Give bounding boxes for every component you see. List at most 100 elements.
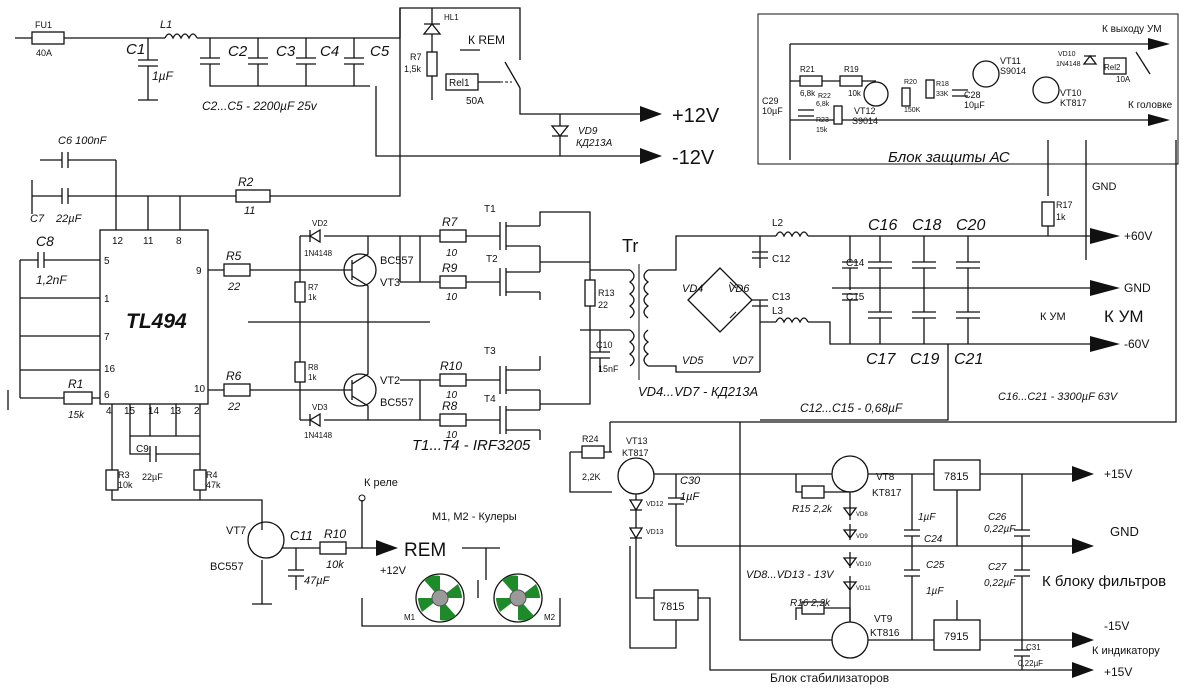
vt7-label: VT7 xyxy=(226,525,246,537)
c15-label: C15 xyxy=(846,292,865,303)
r1-label: R1 xyxy=(68,377,83,391)
to-head-arrow xyxy=(1148,114,1170,126)
r7d-label: R7 xyxy=(308,283,319,292)
c7-value: 22µF xyxy=(55,213,83,225)
plus15-label: +15V xyxy=(1104,467,1132,481)
cap-c20-label: C20 xyxy=(956,217,985,234)
output-section: C16 C18 C20 C17 C19 C21 C16...C21 - 3300… xyxy=(760,140,1152,421)
r7-value: 1,5k xyxy=(404,64,422,74)
resistor-r10-fan xyxy=(319,541,347,555)
diode-vd9 xyxy=(550,114,570,156)
vt7-type: BC557 xyxy=(210,561,244,573)
pin-9: 9 xyxy=(196,266,202,277)
regulator-neg-label: 7915 xyxy=(944,631,968,643)
r19-label: R19 xyxy=(844,65,859,74)
regulator-pos-label: 7815 xyxy=(944,471,968,483)
c9-value: 22µF xyxy=(142,472,163,482)
r7g-value: 10 xyxy=(446,248,458,259)
resistor-r2 xyxy=(235,189,271,203)
vd3-label: VD3 xyxy=(312,403,328,412)
resistor-r8-driver xyxy=(294,361,306,383)
c31-label: C31 xyxy=(1026,643,1041,652)
pin-1: 1 xyxy=(104,294,110,305)
c26-value: 0,22µF xyxy=(984,524,1016,535)
vt12-label: VT12 xyxy=(854,106,876,116)
r4-label: R4 xyxy=(206,470,218,480)
cap-c16-label: C16 xyxy=(868,217,897,234)
vt2-type: BC557 xyxy=(380,397,414,409)
c8-label: C8 xyxy=(36,233,54,249)
r23-value: 15k xyxy=(816,127,828,134)
r7d-value: 1k xyxy=(308,293,317,302)
resistor-r20 xyxy=(901,87,911,107)
r9-label: R9 xyxy=(442,261,458,275)
bridge-rectifier xyxy=(687,267,753,333)
to-filters-label: К блоку фильтров xyxy=(1042,573,1166,590)
c29-label: C29 xyxy=(762,96,779,106)
vd8-label: VD8 xyxy=(856,512,868,518)
vd2-label: VD2 xyxy=(312,219,328,228)
r9-value: 10 xyxy=(446,292,458,303)
r6-value: 22 xyxy=(227,401,240,413)
r21-label: R21 xyxy=(800,65,815,74)
c26-label: C26 xyxy=(988,512,1007,523)
pin-16: 16 xyxy=(104,364,116,375)
to-amp-small-label: К УМ xyxy=(1040,311,1066,323)
relay-rel2 xyxy=(1103,57,1127,75)
minus12-arrow xyxy=(640,148,662,164)
pin-14: 14 xyxy=(148,406,160,417)
r21-value: 6,8k xyxy=(800,89,816,98)
c9-label: C9 xyxy=(136,444,149,455)
led-label: HL1 xyxy=(444,13,459,22)
regulator-7915 xyxy=(933,619,981,651)
rem-label: REM xyxy=(404,540,446,561)
relay-label: Rel1 xyxy=(449,78,470,89)
plus15b-arrow xyxy=(1072,662,1094,678)
c8-value: 1,2nF xyxy=(36,273,67,287)
power-input-section: FU1 40A L1 C1 1µF C2 C3 C4 C5 C2...C5 - … xyxy=(15,7,521,113)
resistor-r15 xyxy=(801,485,825,499)
resistor-r3 xyxy=(105,469,119,491)
resistor-r5 xyxy=(223,263,251,277)
resistor-r9-gate xyxy=(439,275,467,289)
vt8-type: KT817 xyxy=(872,488,902,499)
c27-value: 0,22µF xyxy=(984,578,1016,589)
c27-label: C27 xyxy=(988,562,1007,573)
r2-label: R2 xyxy=(238,175,254,189)
resistor-r7-gate xyxy=(439,229,467,243)
plus15b-label: +15V xyxy=(1104,665,1132,679)
pin-2: 2 xyxy=(194,406,200,417)
t2-label: T2 xyxy=(486,254,498,265)
r6-label: R6 xyxy=(226,369,242,383)
diode-vd2 xyxy=(300,228,400,244)
diodes-note: VD4...VD7 - КД213А xyxy=(638,384,758,399)
resistor-r8-gate xyxy=(439,413,467,427)
fans-note: M1, M2 - Кулеры xyxy=(432,511,517,523)
r5-value: 22 xyxy=(227,281,240,293)
r5-label: R5 xyxy=(226,249,242,263)
r17-value: 1k xyxy=(1056,212,1066,222)
vd10-stab-label: VD10 xyxy=(856,562,872,568)
vt13-type: KT817 xyxy=(622,448,649,458)
resistor-r17 xyxy=(1041,201,1055,227)
vd6-label: VD6 xyxy=(728,283,750,295)
cap-c5-label: C5 xyxy=(370,43,390,60)
vd4-label: VD4 xyxy=(682,283,703,295)
vt2-label: VT2 xyxy=(380,375,400,387)
vt9-label: VT9 xyxy=(874,614,893,625)
r10-fan-label: R10 xyxy=(324,527,346,541)
c25-value: 1µF xyxy=(926,586,944,597)
cap-c1-value: 1µF xyxy=(152,69,174,83)
r15-label: R15 2,2k xyxy=(792,504,833,515)
mosfets-note: T1...T4 - IRF3205 xyxy=(412,437,531,454)
cap-c18-label: C18 xyxy=(912,217,941,234)
to-rem-label: К REM xyxy=(468,33,505,47)
vd9-stab-label: VD9 xyxy=(856,534,868,540)
resistor-r4 xyxy=(193,469,207,491)
resistor-r18 xyxy=(925,79,935,99)
r8g-value: 10 xyxy=(446,430,458,441)
v12-label: +12V xyxy=(380,565,407,577)
diode-vd3 xyxy=(300,412,400,428)
resistor-r10-gate xyxy=(439,373,467,387)
r24-label: R24 xyxy=(582,434,599,444)
